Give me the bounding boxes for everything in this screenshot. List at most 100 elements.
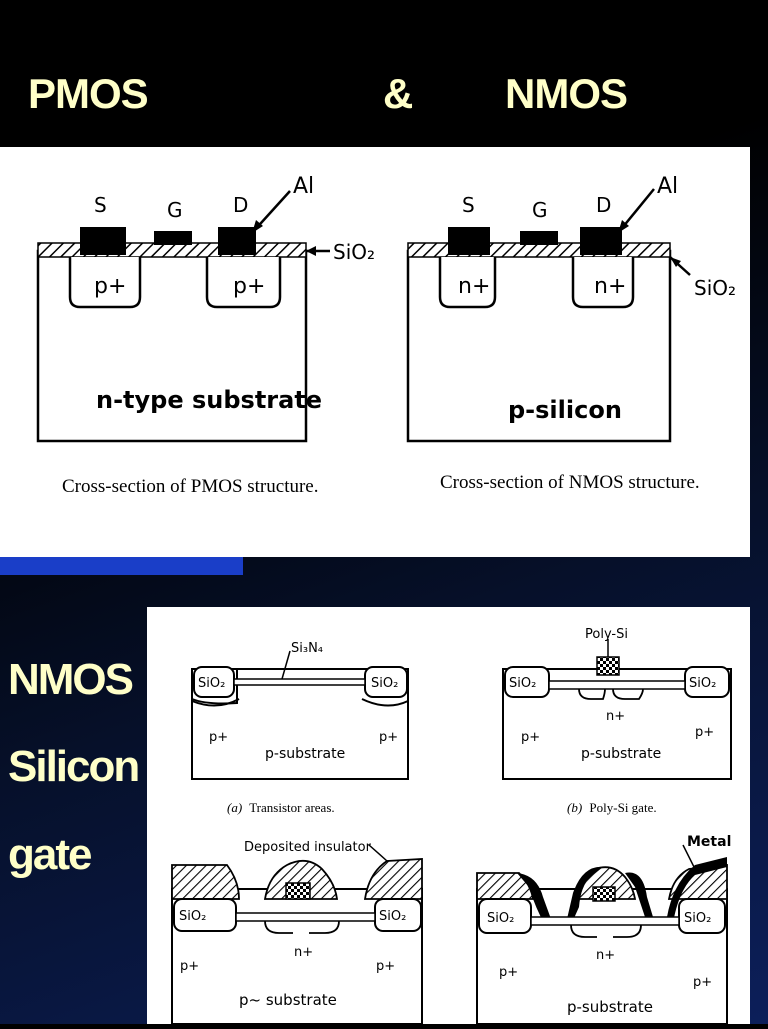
nmos-gate-contact — [520, 231, 558, 245]
pmos-sio2-arrowhead — [306, 246, 316, 256]
step-b-caption-letter: (b) — [567, 800, 582, 815]
step-b-left-n-diffusion — [578, 688, 606, 700]
step-b-label-n: n+ — [606, 709, 625, 724]
step-a-label-nitride: Si₃N₄ — [291, 641, 323, 656]
pmos-oxide-layer — [37, 242, 307, 258]
step-d-metal-left — [517, 866, 603, 925]
side-label-nmos: NMOS — [8, 655, 134, 704]
step-b-right-n-diffusion — [612, 688, 644, 700]
pmos-al-arrowhead — [252, 220, 263, 233]
title-pmos: PMOS — [28, 70, 149, 117]
step-c-label-sio2-left: SiO₂ — [179, 909, 206, 924]
pmos-drain-contact — [218, 227, 256, 255]
step-d-label-sio2-left: SiO₂ — [487, 911, 514, 926]
step-a-label-sio2-right: SiO₂ — [371, 676, 398, 691]
step-c-label-insulator: Deposited insulator — [244, 840, 372, 855]
nmos-drain-well — [571, 257, 635, 309]
nmos-label-g: G — [532, 198, 548, 222]
step-d-metal-right — [625, 857, 727, 923]
step-b-label-poly: Poly-Si — [585, 627, 628, 642]
nmos-source-contact — [448, 227, 490, 255]
step-d-label-p-right: p+ — [693, 975, 712, 990]
pmos-label-al: Al — [293, 174, 314, 199]
step-a-caption-text: Transistor areas. — [249, 800, 334, 815]
step-c-left-insulator — [171, 864, 240, 900]
step-a-caption-row: (a) Transistor areas. — [227, 800, 335, 815]
step-c-insulator-leader — [368, 844, 388, 862]
step-a: Si₃N₄ SiO₂ SiO₂ p+ p+ p-substrate (a) Tr… — [191, 641, 409, 815]
step-d-poly-gate — [592, 886, 616, 902]
nmos-caption: Cross-section of NMOS structure. — [440, 472, 700, 493]
step-c-label-substrate: p~ substrate — [239, 991, 337, 1009]
nmos-label-substrate: p-silicon — [508, 396, 622, 424]
side-label-gate: gate — [8, 830, 92, 879]
step-b-poly-gate — [596, 656, 620, 676]
title-nmos: NMOS — [505, 70, 628, 117]
nmos-source-well — [438, 257, 497, 309]
pmos-gate-contact — [154, 231, 192, 245]
nmos-al-arrowhead — [618, 220, 629, 233]
side-label-silicon: Silicon — [8, 742, 140, 791]
pmos-label-g: G — [167, 198, 183, 222]
accent-bar — [0, 557, 243, 575]
pmos-source-well — [68, 257, 142, 309]
step-d-left-n-diffusion — [570, 924, 597, 938]
nmos-oxide-layer — [407, 242, 671, 258]
pmos-label-s: S — [94, 193, 107, 217]
pmos-caption: Cross-section of PMOS structure. — [62, 476, 318, 497]
step-d-right-sio2-box — [678, 898, 726, 934]
step-d-label-n: n+ — [596, 948, 615, 963]
step-b-label-substrate: p-substrate — [581, 746, 661, 762]
nmos-label-al: Al — [657, 174, 678, 199]
nmos-label-d: D — [596, 193, 611, 217]
step-a-nitride — [233, 678, 366, 686]
pmos-label-p-source: p+ — [94, 274, 126, 299]
step-c-label-sio2-right: SiO₂ — [379, 909, 406, 924]
process-steps-diagram: Si₃N₄ SiO₂ SiO₂ p+ p+ p-substrate (a) Tr… — [171, 627, 732, 1025]
step-d-label-p-left: p+ — [499, 965, 518, 980]
step-a-nitride-leader — [281, 650, 291, 680]
step-c-label-p-left: p+ — [180, 959, 199, 974]
pmos-diagram: S G D Al SiO₂ p+ p+ n-type substrate Cro… — [36, 174, 375, 497]
step-b-caption-row: (b) Poly-Si gate. — [567, 800, 657, 815]
step-b: Poly-Si SiO₂ SiO₂ p+ p+ n+ p-substrate (… — [502, 627, 732, 815]
pmos-source-contact — [80, 227, 126, 255]
pmos-label-sio2: SiO₂ — [333, 240, 375, 264]
process-steps-panel: Si₃N₄ SiO₂ SiO₂ p+ p+ p-substrate (a) Tr… — [147, 607, 750, 1025]
step-c-right-insulator — [363, 858, 423, 900]
nmos-label-n-drain: n+ — [594, 274, 626, 299]
step-a-right-implant — [361, 698, 409, 707]
step-b-label-sio2-right: SiO₂ — [689, 676, 716, 691]
step-d-gate-oxide — [530, 916, 680, 926]
nmos-label-n-source: n+ — [458, 274, 490, 299]
step-b-label-p-left: p+ — [521, 730, 540, 745]
pmos-label-substrate: n-type substrate — [96, 386, 322, 414]
step-c-gate-oxide — [235, 912, 376, 922]
nmos-drain-contact — [580, 227, 622, 255]
step-d-left-sio2-box — [478, 898, 532, 934]
step-d-label-metal: Metal — [687, 834, 731, 850]
step-a-substrate — [191, 668, 409, 780]
step-c-left-n-diffusion — [264, 920, 293, 934]
step-b-gate-oxide — [548, 680, 686, 690]
step-a-caption-letter: (a) — [227, 800, 242, 815]
step-b-label-p-right: p+ — [695, 725, 714, 740]
step-a-label-p-right: p+ — [379, 730, 398, 745]
step-c-center-insulator — [263, 859, 339, 900]
nmos-sio2-arrowhead — [670, 257, 681, 267]
step-a-label-p-left: p+ — [209, 730, 228, 745]
step-c: Deposited insulator SiO₂ SiO₂ p+ p+ n+ p… — [171, 840, 423, 1025]
step-d-label-substrate: p-substrate — [567, 998, 653, 1016]
step-c-label-p-right: p+ — [376, 959, 395, 974]
step-d: Metal SiO₂ SiO₂ p+ p+ n+ p-substrate — [476, 834, 731, 1025]
pmos-drain-well — [205, 257, 282, 309]
step-d-right-n-diffusion — [613, 924, 642, 938]
step-c-label-n: n+ — [294, 945, 313, 960]
step-a-label-substrate: p-substrate — [265, 746, 345, 762]
nmos-label-sio2: SiO₂ — [694, 276, 736, 300]
step-b-label-sio2-left: SiO₂ — [509, 676, 536, 691]
nmos-label-s: S — [462, 193, 475, 217]
pmos-label-p-drain: p+ — [233, 274, 265, 299]
top-figure-panel: S G D Al SiO₂ p+ p+ n-type substrate Cro… — [0, 147, 750, 557]
step-b-caption-text: Poly-Si gate. — [589, 800, 656, 815]
